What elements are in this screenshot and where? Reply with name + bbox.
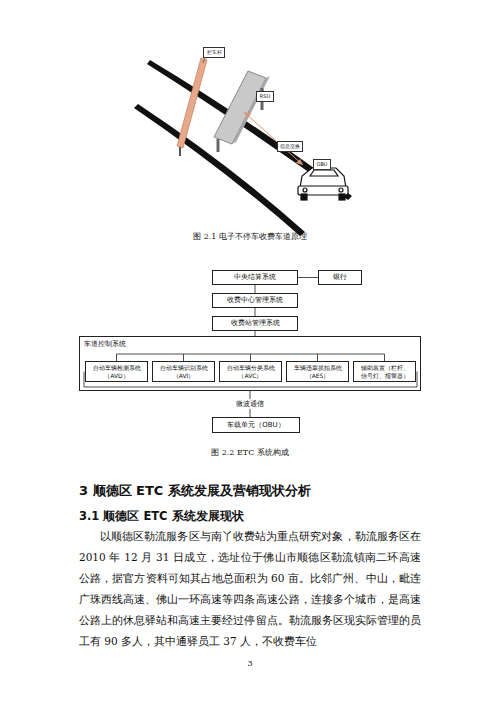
rsu-gantry-side xyxy=(232,76,270,144)
barrier-post xyxy=(179,147,181,156)
arrow-head xyxy=(244,112,251,118)
barrier-arm xyxy=(177,58,207,148)
band-heading: 车道控制系统 xyxy=(84,340,416,349)
system-box: 车载单元（OBU） xyxy=(212,417,300,433)
bus-drop xyxy=(317,354,318,361)
node-text: 信息交换 xyxy=(280,143,300,149)
system-box: 车辆违章抓拍系统 （AES） xyxy=(286,361,349,382)
node-text: 自动车辆分类系统 （AVC） xyxy=(223,364,278,379)
system-box: 辅助装置（栏杆、 信号灯、报警器） xyxy=(353,361,416,382)
leader-line xyxy=(203,58,205,63)
system-box: 自动车辆检测系统 （AVD） xyxy=(85,361,148,382)
bus-drop xyxy=(417,372,418,388)
node-text: 拦车杆 xyxy=(206,49,222,55)
bus-drop xyxy=(384,354,385,361)
node-text: 收费中心管理系统 xyxy=(216,296,294,305)
callout-box: OBU xyxy=(313,159,331,170)
system-box: 自动车辆识别系统 （AVI） xyxy=(152,361,215,382)
callout-box: 拦车杆 xyxy=(203,47,225,58)
connector xyxy=(255,308,256,316)
node-text: 辅助装置（栏杆、 信号灯、报警器） xyxy=(357,364,412,379)
bus-drop xyxy=(250,354,251,361)
node-text: RSU xyxy=(259,93,271,99)
bus-lines xyxy=(84,354,417,387)
bus-drop xyxy=(116,354,117,361)
callout-box: 信息交换 xyxy=(277,141,303,152)
connector xyxy=(298,277,318,278)
car xyxy=(298,168,348,200)
arrow-head xyxy=(296,159,303,165)
figure-caption: 图 2.1 电子不停车收费车道原理 xyxy=(0,231,500,242)
body-paragraph: 以顺德区勒流服务区与南丫收费站为重点研究对象，勒流服务区在 2010 年 12 … xyxy=(79,526,421,652)
node-text: 自动车辆识别系统 （AVI） xyxy=(156,364,211,379)
node-text: 自动车辆检测系统 （AVD） xyxy=(89,364,144,379)
system-box: 自动车辆分类系统 （AVC） xyxy=(219,361,282,382)
node-text: OBU xyxy=(316,161,328,167)
callout-box: RSU xyxy=(256,91,274,102)
road-strip xyxy=(147,60,352,200)
info-arrow xyxy=(244,112,303,165)
page-number: 3 xyxy=(0,658,500,669)
bus-line xyxy=(84,387,417,388)
system-box: 收费中心管理系统 xyxy=(212,293,298,308)
section-heading: 3 顺德区 ETC 系统发展及营销现状分析 xyxy=(79,482,421,500)
node-text: 车辆违章抓拍系统 （AES） xyxy=(290,364,345,379)
system-box: 收费站管理系统 xyxy=(212,316,298,331)
node-text: 收费站管理系统 xyxy=(216,319,294,328)
node-text: 银行 xyxy=(322,273,358,282)
node-text: 中央结算系统 xyxy=(216,273,294,282)
road-strip xyxy=(134,104,305,236)
lane-illustration xyxy=(134,58,352,236)
system-box: 中央结算系统 xyxy=(212,270,298,285)
figure-caption: 图 2.2 ETC 系统构成 xyxy=(0,447,500,458)
subsection-heading: 3.1 顺德区 ETC 系统发展现状 xyxy=(79,508,421,524)
system-box: 银行 xyxy=(318,270,362,285)
gantry-leg xyxy=(217,139,220,152)
bus-drop xyxy=(183,354,184,361)
edge-label: 微波通信 xyxy=(235,399,265,409)
connector xyxy=(255,285,256,293)
node-text: 车载单元（OBU） xyxy=(216,421,296,430)
system-band: 车道控制系统自动车辆检测系统 （AVD） 自动车辆识别系统 （AVI） 自动车辆分类… xyxy=(79,336,421,391)
